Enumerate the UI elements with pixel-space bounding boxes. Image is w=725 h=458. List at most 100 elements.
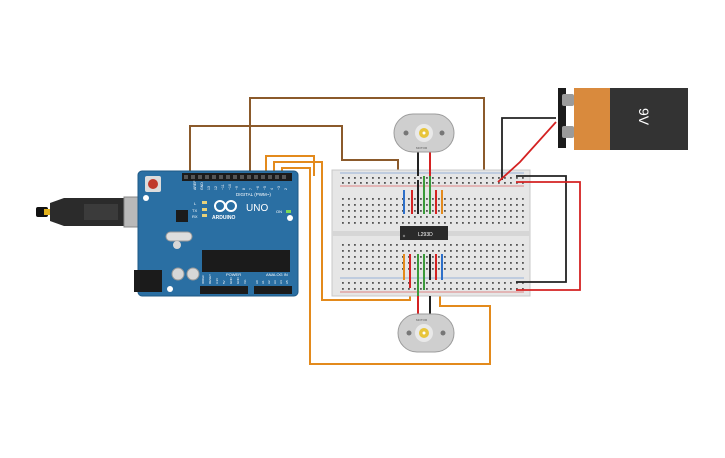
breadboard-hole[interactable]: [348, 282, 350, 284]
breadboard-hole[interactable]: [348, 222, 350, 224]
breadboard-hole[interactable]: [348, 250, 350, 252]
breadboard-hole[interactable]: [414, 244, 416, 246]
breadboard-hole[interactable]: [426, 210, 428, 212]
breadboard-hole[interactable]: [480, 256, 482, 258]
breadboard-hole[interactable]: [354, 177, 356, 179]
breadboard-hole[interactable]: [432, 262, 434, 264]
wire-orange-upper[interactable]: [265, 155, 315, 180]
breadboard-hole[interactable]: [444, 244, 446, 246]
breadboard-hole[interactable]: [402, 204, 404, 206]
breadboard-hole[interactable]: [396, 288, 398, 290]
breadboard-hole[interactable]: [480, 210, 482, 212]
breadboard-hole[interactable]: [492, 262, 494, 264]
breadboard-hole[interactable]: [354, 256, 356, 258]
breadboard-hole[interactable]: [438, 262, 440, 264]
breadboard-hole[interactable]: [342, 210, 344, 212]
breadboard-hole[interactable]: [522, 268, 524, 270]
l293d-chip[interactable]: L293D: [400, 226, 448, 240]
breadboard-hole[interactable]: [504, 177, 506, 179]
breadboard-hole[interactable]: [402, 268, 404, 270]
breadboard-hole[interactable]: [378, 204, 380, 206]
breadboard-hole[interactable]: [378, 210, 380, 212]
breadboard-hole[interactable]: [414, 210, 416, 212]
breadboard-hole[interactable]: [420, 216, 422, 218]
breadboard-hole[interactable]: [378, 216, 380, 218]
breadboard-hole[interactable]: [444, 198, 446, 200]
breadboard-hole[interactable]: [372, 262, 374, 264]
breadboard-hole[interactable]: [480, 198, 482, 200]
breadboard-hole[interactable]: [462, 222, 464, 224]
breadboard-hole[interactable]: [360, 250, 362, 252]
breadboard-hole[interactable]: [438, 210, 440, 212]
breadboard-hole[interactable]: [372, 204, 374, 206]
wire-brown-inner[interactable]: [189, 125, 399, 180]
breadboard-hole[interactable]: [432, 204, 434, 206]
breadboard-hole[interactable]: [468, 262, 470, 264]
breadboard-hole[interactable]: [414, 268, 416, 270]
breadboard-hole[interactable]: [450, 268, 452, 270]
breadboard-hole[interactable]: [384, 244, 386, 246]
breadboard-hole[interactable]: [414, 250, 416, 252]
breadboard-hole[interactable]: [402, 250, 404, 252]
breadboard-hole[interactable]: [390, 204, 392, 206]
breadboard-hole[interactable]: [420, 282, 422, 284]
breadboard-hole[interactable]: [426, 222, 428, 224]
breadboard-hole[interactable]: [384, 250, 386, 252]
breadboard-hole[interactable]: [348, 244, 350, 246]
wire-brown-outer[interactable]: [249, 97, 485, 180]
breadboard-hole[interactable]: [366, 268, 368, 270]
breadboard-hole[interactable]: [480, 282, 482, 284]
breadboard-hole[interactable]: [504, 222, 506, 224]
breadboard-hole[interactable]: [408, 182, 410, 184]
breadboard-hole[interactable]: [348, 182, 350, 184]
breadboard-hole[interactable]: [462, 198, 464, 200]
breadboard-hole[interactable]: [414, 282, 416, 284]
breadboard-hole[interactable]: [516, 222, 518, 224]
breadboard-hole[interactable]: [390, 256, 392, 258]
breadboard-hole[interactable]: [384, 256, 386, 258]
breadboard-hole[interactable]: [360, 182, 362, 184]
breadboard-hole[interactable]: [474, 244, 476, 246]
breadboard-hole[interactable]: [444, 216, 446, 218]
breadboard-hole[interactable]: [444, 282, 446, 284]
breadboard-hole[interactable]: [498, 210, 500, 212]
breadboard-hole[interactable]: [402, 262, 404, 264]
breadboard-hole[interactable]: [456, 288, 458, 290]
breadboard-hole[interactable]: [360, 282, 362, 284]
breadboard-hole[interactable]: [456, 250, 458, 252]
breadboard-hole[interactable]: [504, 182, 506, 184]
breadboard-hole[interactable]: [444, 177, 446, 179]
breadboard-hole[interactable]: [396, 244, 398, 246]
breadboard-hole[interactable]: [354, 198, 356, 200]
breadboard-hole[interactable]: [372, 198, 374, 200]
breadboard-hole[interactable]: [360, 244, 362, 246]
breadboard-hole[interactable]: [468, 250, 470, 252]
breadboard-hole[interactable]: [522, 216, 524, 218]
breadboard-hole[interactable]: [348, 288, 350, 290]
breadboard-hole[interactable]: [510, 222, 512, 224]
breadboard-hole[interactable]: [354, 216, 356, 218]
breadboard-hole[interactable]: [384, 262, 386, 264]
breadboard-hole[interactable]: [456, 198, 458, 200]
breadboard-hole[interactable]: [516, 288, 518, 290]
breadboard-hole[interactable]: [360, 268, 362, 270]
breadboard-hole[interactable]: [522, 210, 524, 212]
dc-motor-top[interactable]: MOTOR: [393, 113, 455, 176]
breadboard-hole[interactable]: [366, 222, 368, 224]
breadboard-hole[interactable]: [474, 256, 476, 258]
breadboard-hole[interactable]: [510, 250, 512, 252]
breadboard-hole[interactable]: [468, 177, 470, 179]
breadboard-hole[interactable]: [486, 222, 488, 224]
breadboard-hole[interactable]: [438, 198, 440, 200]
breadboard-hole[interactable]: [354, 282, 356, 284]
breadboard-hole[interactable]: [444, 268, 446, 270]
breadboard-hole[interactable]: [438, 282, 440, 284]
breadboard-hole[interactable]: [444, 210, 446, 212]
breadboard-hole[interactable]: [408, 256, 410, 258]
breadboard-hole[interactable]: [480, 288, 482, 290]
breadboard-hole[interactable]: [504, 244, 506, 246]
breadboard-hole[interactable]: [504, 282, 506, 284]
breadboard-hole[interactable]: [432, 256, 434, 258]
breadboard-hole[interactable]: [378, 244, 380, 246]
breadboard-hole[interactable]: [480, 177, 482, 179]
